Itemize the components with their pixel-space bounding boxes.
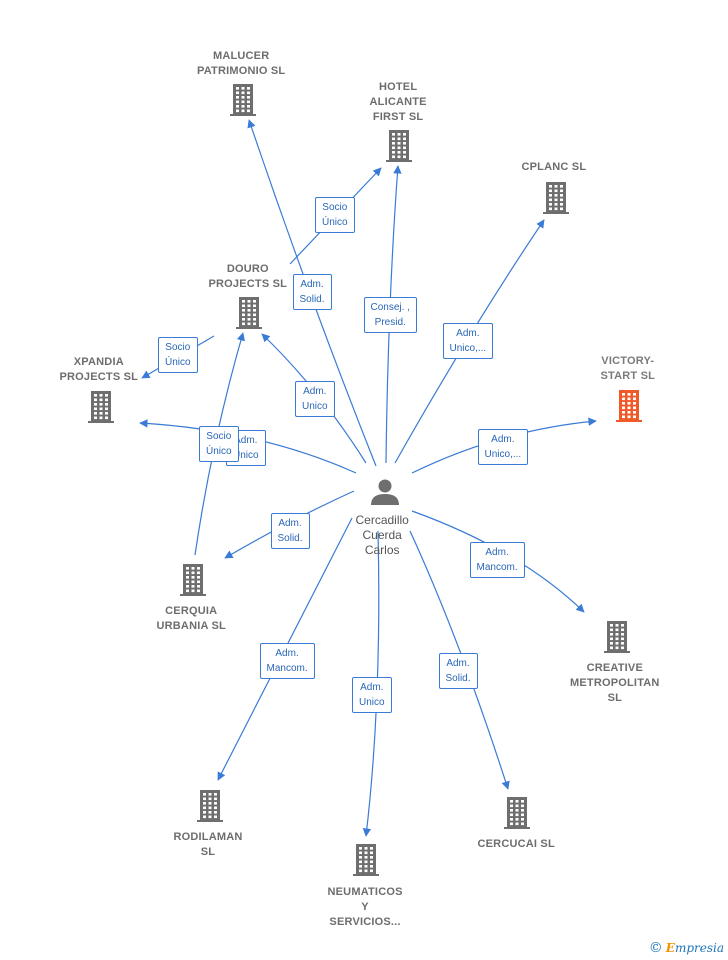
edge-label-center-to-creative[interactable]: Adm. Mancom.: [469, 542, 525, 578]
edge-label-center-to-cerquia[interactable]: Adm. Solid.: [270, 513, 310, 549]
edge-label-center-to-neumaticos[interactable]: Adm. Unico: [352, 677, 392, 713]
person-node[interactable]: Cercadillo Cuerda Carlos: [356, 513, 409, 558]
company-label[interactable]: NEUMATICOS Y SERVICIOS...: [327, 886, 403, 928]
building-icon-rodilaman[interactable]: [197, 790, 223, 822]
company-node-malucer[interactable]: MALUCER PATRIMONIO SL: [197, 49, 285, 79]
building-icon-xpandia[interactable]: [88, 391, 114, 423]
person-icon[interactable]: [371, 479, 399, 506]
company-node-neumaticos[interactable]: NEUMATICOS Y SERVICIOS...: [328, 885, 403, 930]
building-icon-malucer[interactable]: [230, 84, 256, 116]
company-label[interactable]: CREATIVE METROPOLITAN SL: [570, 662, 660, 704]
person-label[interactable]: Cercadillo Cuerda Carlos: [355, 513, 409, 557]
company-node-rodilaman[interactable]: RODILAMAN SL: [174, 830, 243, 860]
company-node-cplanc[interactable]: CPLANC SL: [522, 160, 587, 175]
brand-name: mpresia: [674, 941, 724, 955]
brand-initial: E: [665, 941, 675, 955]
company-label[interactable]: XPANDIA PROJECTS SL: [59, 356, 139, 383]
company-node-xpandia[interactable]: XPANDIA PROJECTS SL: [60, 355, 139, 385]
edge-label-cerquia-to-douro[interactable]: Socio Único: [199, 426, 239, 462]
company-node-douro[interactable]: DOURO PROJECTS SL: [209, 262, 288, 292]
edge-label-center-to-malucer[interactable]: Adm. Solid.: [292, 274, 332, 310]
company-node-creative[interactable]: CREATIVE METROPOLITAN SL: [570, 661, 660, 706]
edge-center-to-cercucai: [409, 530, 510, 790]
building-icon-cercucai[interactable]: [504, 797, 530, 829]
company-label[interactable]: VICTORY- START SL: [600, 355, 656, 382]
copyright-icon: ©: [648, 940, 663, 956]
edge-label-douro-to-xpandia[interactable]: Socio Único: [158, 337, 198, 373]
edge-label-center-to-victory[interactable]: Adm. Unico,...: [477, 429, 529, 465]
edge-label-center-to-cercucai[interactable]: Adm. Solid.: [438, 653, 478, 689]
company-node-victory[interactable]: VICTORY- START SL: [601, 354, 656, 384]
company-label[interactable]: RODILAMAN SL: [173, 831, 243, 858]
building-icon-douro[interactable]: [236, 297, 262, 329]
company-label[interactable]: CERCUCAI SL: [477, 838, 555, 850]
company-label[interactable]: HOTEL ALICANTE FIRST SL: [369, 81, 427, 123]
edge-label-center-to-douro[interactable]: Adm. Unico: [295, 381, 335, 417]
building-icon-victory[interactable]: [616, 390, 642, 422]
edge-label-center-to-cplanc[interactable]: Adm. Unico,...: [442, 323, 494, 359]
building-icon-neumaticos[interactable]: [353, 844, 379, 876]
company-label[interactable]: CERQUIA URBANIA SL: [156, 605, 226, 632]
company-label[interactable]: MALUCER PATRIMONIO SL: [197, 50, 286, 77]
company-node-cercucai[interactable]: CERCUCAI SL: [478, 837, 555, 852]
edge-label-douro-to-hotel[interactable]: Socio Único: [315, 197, 355, 233]
building-icon-hotel[interactable]: [386, 130, 412, 162]
company-label[interactable]: DOURO PROJECTS SL: [208, 263, 288, 290]
brand-logo: ©Empresia: [649, 940, 724, 956]
building-icon-cplanc[interactable]: [543, 182, 569, 214]
company-label[interactable]: CPLANC SL: [521, 161, 587, 173]
company-node-hotel[interactable]: HOTEL ALICANTE FIRST SL: [370, 80, 427, 125]
company-node-cerquia[interactable]: CERQUIA URBANIA SL: [157, 604, 226, 634]
edge-label-center-to-rodilaman[interactable]: Adm. Mancom.: [259, 643, 315, 679]
edge-label-center-to-hotel[interactable]: Consej. , Presid.: [363, 297, 417, 333]
building-icon-cerquia[interactable]: [180, 564, 206, 596]
building-icon-creative[interactable]: [604, 621, 630, 653]
